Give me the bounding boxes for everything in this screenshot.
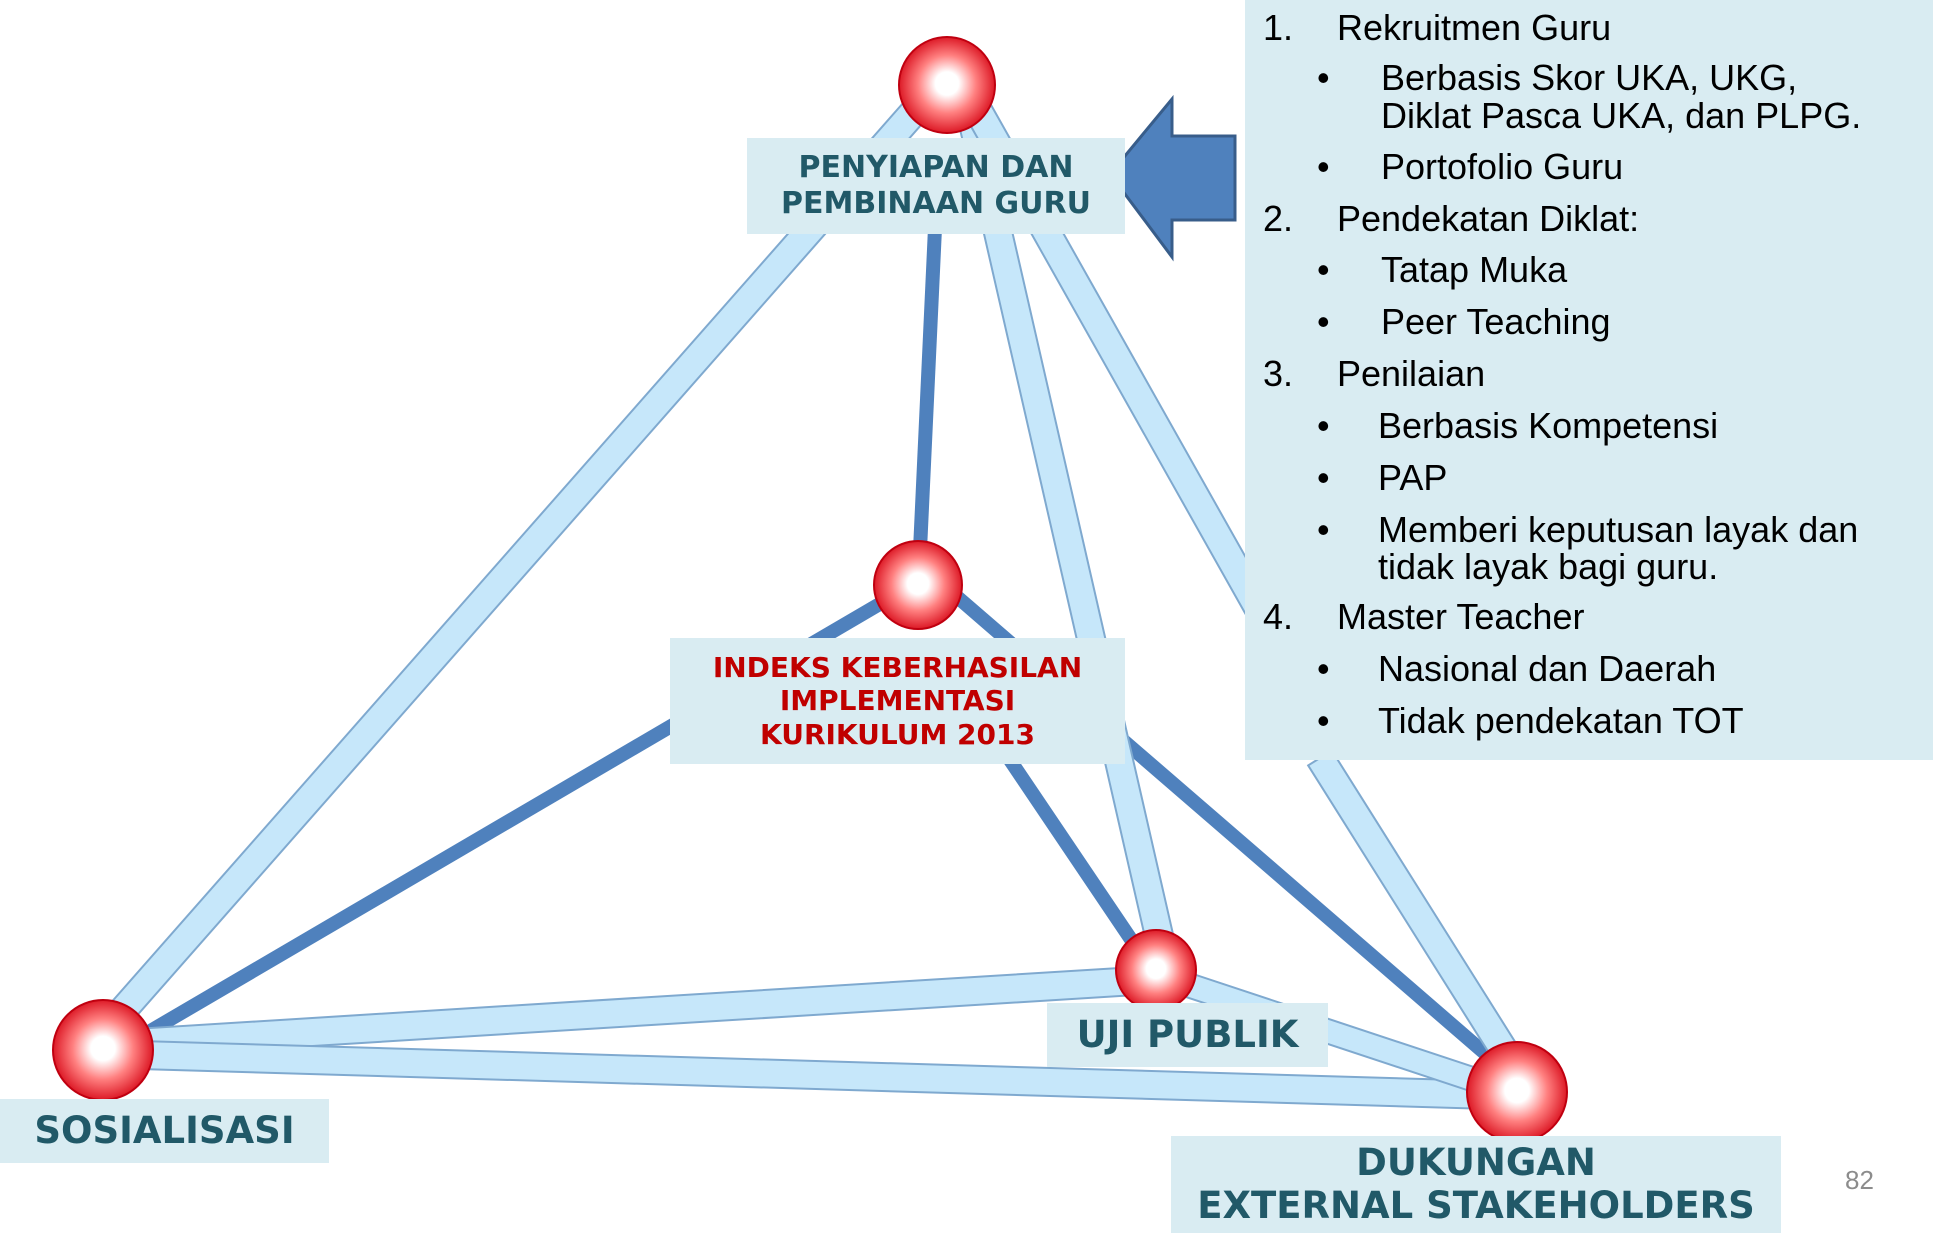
- node-label-line: SOSIALISASI: [34, 1108, 295, 1152]
- node-sphere-center: [873, 540, 963, 630]
- node-label-line: IMPLEMENTASI: [779, 684, 1016, 718]
- bullet-glyph: •: [1317, 509, 1330, 550]
- bullet-glyph: •: [1317, 457, 1330, 498]
- bullet-glyph: •: [1317, 57, 1330, 98]
- list-title: Master Teacher: [1337, 596, 1585, 637]
- node-sphere-sosialisasi: [52, 999, 154, 1101]
- node-sphere-top: [898, 36, 996, 134]
- edge-top-to-sosialisasi: [98, 94, 932, 1036]
- edge-top-to-center: [913, 227, 942, 551]
- node-label-indeks: INDEKS KEBERHASILAN IMPLEMENTASI KURIKUL…: [670, 638, 1125, 764]
- bullet-glyph: •: [1317, 301, 1330, 342]
- edge-dukungan-lower: [1306, 749, 1524, 1069]
- bullet-glyph: •: [1317, 249, 1330, 290]
- bullet-glyph: •: [1317, 700, 1330, 741]
- list-number: 2.: [1263, 198, 1294, 239]
- node-label-uji-publik: UJI PUBLIK: [1047, 1003, 1328, 1067]
- bullet-glyph: •: [1317, 648, 1330, 689]
- bullet-text: Berbasis Kompetensi: [1378, 405, 1719, 446]
- list-number: 1.: [1263, 7, 1294, 48]
- list-title: Penilaian: [1337, 353, 1486, 394]
- node-label-line: EXTERNAL STAKEHOLDERS: [1197, 1183, 1755, 1227]
- node-label-line: PEMBINAAN GURU: [781, 186, 1091, 221]
- bullet-text: Tidak pendekatan TOT: [1378, 700, 1744, 741]
- bullet-glyph: •: [1317, 405, 1330, 446]
- node-label-line: INDEKS KEBERHASILAN: [712, 650, 1083, 684]
- page-number: 82: [1845, 1165, 1874, 1195]
- bullet-glyph: •: [1317, 146, 1330, 187]
- bullet-text: Portofolio Guru: [1381, 146, 1624, 187]
- list-number: 4.: [1263, 596, 1294, 637]
- bullet-text: PAP: [1378, 457, 1448, 498]
- node-label-sosialisasi: SOSIALISASI: [0, 1099, 329, 1163]
- left-arrow-shape: [1108, 94, 1237, 262]
- bullet-text: Memberi keputusan layak dan: [1378, 509, 1859, 550]
- node-label-line: UJI PUBLIK: [1076, 1012, 1299, 1056]
- bullet-text: Nasional dan Daerah: [1378, 648, 1717, 689]
- bullet-text: Peer Teaching: [1381, 301, 1611, 342]
- info-panel: 1. Rekruitmen Guru • Berbasis Skor UKA, …: [1245, 0, 1933, 760]
- list-title: Rekruitmen Guru: [1337, 7, 1612, 48]
- node-label-dukungan: DUKUNGAN EXTERNAL STAKEHOLDERS: [1171, 1136, 1781, 1233]
- node-label-line: DUKUNGAN: [1356, 1140, 1596, 1184]
- bullet-text: Diklat Pasca UKA, dan PLPG.: [1381, 95, 1862, 136]
- list-number: 3.: [1263, 353, 1294, 394]
- node-sphere-dukungan: [1466, 1041, 1568, 1143]
- bullet-text: tidak layak bagi guru.: [1378, 546, 1719, 587]
- node-label-line: KURIKULUM 2013: [760, 717, 1035, 751]
- edge-sosialisasi-to-uji: [133, 964, 1154, 1059]
- node-label-line: PENYIAPAN DAN: [798, 150, 1074, 185]
- node-sphere-uji: [1115, 929, 1197, 1011]
- bullet-text: Berbasis Skor UKA, UKG,: [1381, 57, 1798, 98]
- list-title: Pendekatan Diklat:: [1337, 198, 1640, 239]
- nodes-layer: [52, 36, 1568, 1143]
- node-label-penyiapan: PENYIAPAN DAN PEMBINAAN GURU: [747, 138, 1125, 234]
- bullet-text: Tatap Muka: [1381, 249, 1568, 290]
